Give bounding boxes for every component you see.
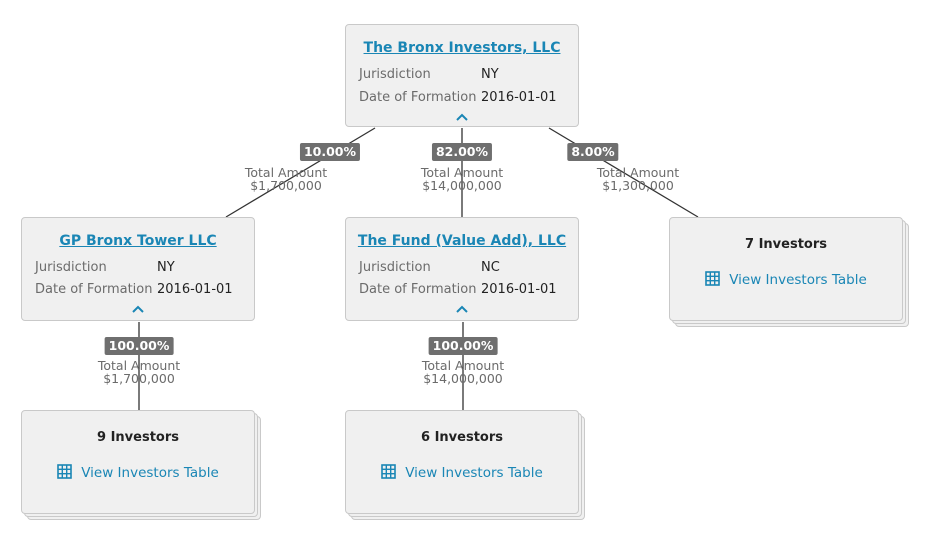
ownership-percent-badge: 8.00% <box>567 143 619 161</box>
ownership-percent-badge: 100.00% <box>104 337 174 355</box>
formation-date-row: Date of Formation 2016-01-01 <box>359 282 557 297</box>
entity-card-root: The Bronx Investors, LLC Jurisdiction NY… <box>345 24 579 127</box>
total-amount-value: $14,000,000 <box>422 178 502 193</box>
investors-stack: 6 Investors View Investors Table <box>345 410 585 520</box>
total-amount-caption: Total Amount <box>420 165 504 180</box>
jurisdiction-label: Jurisdiction <box>359 260 431 275</box>
jurisdiction-row: Jurisdiction NY <box>35 260 175 275</box>
table-grid-icon <box>705 271 721 290</box>
formation-date-value: 2016-01-01 <box>481 282 557 297</box>
table-grid-icon <box>381 464 397 483</box>
total-amount-label: Total Amount $1,300,000 <box>597 166 679 192</box>
entity-name-link[interactable]: The Bronx Investors, LLC <box>363 40 561 56</box>
jurisdiction-row: Jurisdiction NY <box>359 67 499 82</box>
formation-date-value: 2016-01-01 <box>157 282 233 297</box>
formation-date-row: Date of Formation 2016-01-01 <box>35 282 233 297</box>
jurisdiction-label: Jurisdiction <box>359 67 431 82</box>
entity-name-link[interactable]: GP Bronx Tower LLC <box>59 233 217 249</box>
investors-card: 6 Investors View Investors Table <box>345 410 579 514</box>
total-amount-caption: Total Amount <box>97 358 181 373</box>
jurisdiction-row: Jurisdiction NC <box>359 260 500 275</box>
chevron-up-icon[interactable] <box>131 304 145 314</box>
jurisdiction-value: NY <box>157 260 175 275</box>
investors-card: 9 Investors View Investors Table <box>21 410 255 514</box>
view-investors-table-label: View Investors Table <box>405 465 543 481</box>
jurisdiction-label: Jurisdiction <box>35 260 107 275</box>
total-amount-label: Total Amount $1,700,000 <box>245 166 327 192</box>
investors-stack: 9 Investors View Investors Table <box>21 410 261 520</box>
formation-date-label: Date of Formation <box>35 282 153 297</box>
jurisdiction-value: NY <box>481 67 499 82</box>
ownership-percent-badge: 10.00% <box>299 143 361 161</box>
investors-stack: 7 Investors View Investors Table <box>669 217 909 327</box>
entity-name-link[interactable]: The Fund (Value Add), LLC <box>357 233 567 249</box>
total-amount-caption: Total Amount <box>421 358 505 373</box>
total-amount-label: Total Amount $14,000,000 <box>421 166 503 192</box>
chevron-up-icon[interactable] <box>455 112 469 122</box>
jurisdiction-value: NC <box>481 260 500 275</box>
total-amount-value: $1,700,000 <box>250 178 322 193</box>
view-investors-table-label: View Investors Table <box>729 272 867 288</box>
total-amount-value: $1,700,000 <box>103 371 175 386</box>
view-investors-table-link[interactable]: View Investors Table <box>22 464 254 483</box>
view-investors-table-label: View Investors Table <box>81 465 219 481</box>
view-investors-table-link[interactable]: View Investors Table <box>670 271 902 290</box>
ownership-percent-badge: 82.00% <box>431 143 493 161</box>
connector-line <box>225 127 376 218</box>
total-amount-caption: Total Amount <box>244 165 328 180</box>
total-amount-value: $1,300,000 <box>602 178 674 193</box>
connector-line <box>548 127 699 218</box>
investor-count: 9 Investors <box>97 430 179 445</box>
formation-date-row: Date of Formation 2016-01-01 <box>359 90 557 105</box>
total-amount-value: $14,000,000 <box>423 371 503 386</box>
investor-count: 7 Investors <box>745 237 827 252</box>
formation-date-label: Date of Formation <box>359 90 477 105</box>
total-amount-label: Total Amount $14,000,000 <box>422 359 504 385</box>
chevron-up-icon[interactable] <box>455 304 469 314</box>
ownership-percent-badge: 100.00% <box>428 337 498 355</box>
view-investors-table-link[interactable]: View Investors Table <box>346 464 578 483</box>
formation-date-value: 2016-01-01 <box>481 90 557 105</box>
total-amount-label: Total Amount $1,700,000 <box>98 359 180 385</box>
table-grid-icon <box>57 464 73 483</box>
investors-card: 7 Investors View Investors Table <box>669 217 903 321</box>
entity-card: The Fund (Value Add), LLC Jurisdiction N… <box>345 217 579 321</box>
entity-card: GP Bronx Tower LLC Jurisdiction NY Date … <box>21 217 255 321</box>
formation-date-label: Date of Formation <box>359 282 477 297</box>
total-amount-caption: Total Amount <box>596 165 680 180</box>
investor-count: 6 Investors <box>421 430 503 445</box>
